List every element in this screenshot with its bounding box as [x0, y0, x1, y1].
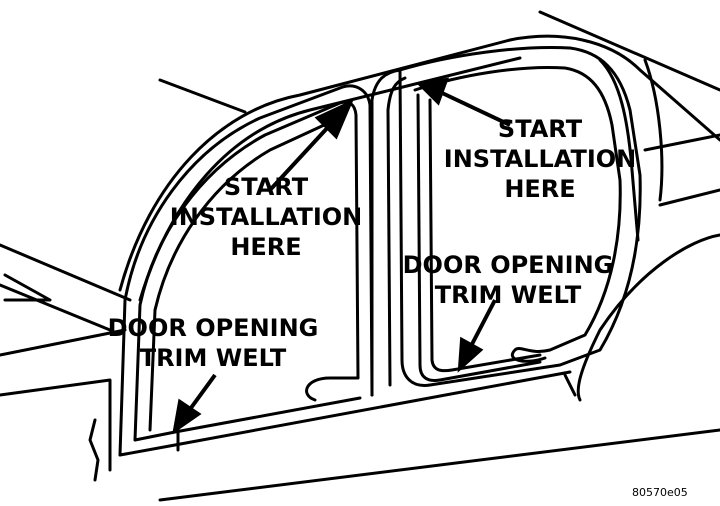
front-start-line1: START	[223, 173, 309, 201]
rear-door-opening-inner	[413, 66, 622, 363]
rear-quarter-upper	[643, 133, 720, 152]
b-pillar-left	[370, 68, 402, 397]
arrow-rear-welt	[468, 299, 497, 349]
front-door-opening-inner	[133, 100, 360, 442]
front-sill	[118, 370, 572, 457]
b-pillar-right	[386, 76, 407, 387]
arrowhead-front-start	[314, 98, 354, 140]
front-start-label: START INSTALLATION HERE	[168, 175, 364, 259]
arrowhead-rear-start	[415, 77, 450, 106]
front-welt-label: DOOR OPENING TRIM WELT	[100, 316, 326, 370]
rear-door-opening-outer	[398, 45, 642, 387]
rear-start-label: START INSTALLATION HERE	[440, 117, 640, 201]
front-welt-line2: TRIM WELT	[139, 344, 287, 372]
windshield-edge	[158, 78, 247, 114]
fender-line	[0, 378, 112, 472]
rear-door-opening-inner3	[428, 98, 542, 373]
front-welt-line1: DOOR OPENING	[107, 314, 319, 342]
hood-line-lower	[0, 283, 112, 332]
front-door-opening-outer	[118, 84, 374, 457]
rear-roof-pillar	[643, 58, 664, 202]
figure-id: 80570e05	[632, 486, 688, 499]
rear-wheel-arch	[576, 233, 720, 402]
front-start-line2: INSTALLATION	[169, 203, 363, 231]
front-body-line	[0, 328, 127, 357]
arrow-rear-start	[439, 90, 511, 127]
rear-quarter-top	[538, 10, 720, 92]
arrow-front-welt	[186, 373, 217, 414]
front-lower-edge	[88, 418, 100, 482]
rear-start-line3: HERE	[504, 175, 576, 203]
rear-welt-label: DOOR OPENING TRIM WELT	[398, 253, 618, 307]
rear-lower-line	[563, 373, 577, 397]
rear-welt-line2: TRIM WELT	[434, 281, 582, 309]
rear-door-opening-inner2	[416, 93, 542, 382]
mirror-shape	[3, 273, 52, 302]
rear-quarter-window-edge	[598, 58, 640, 242]
front-door-frame-inner2	[148, 118, 337, 432]
rear-start-line2: INSTALLATION	[443, 145, 637, 173]
rocker-panel	[158, 428, 720, 502]
rear-welt-line1: DOOR OPENING	[402, 251, 614, 279]
arrowhead-rear-welt	[457, 336, 484, 373]
roof-outer	[118, 34, 720, 292]
arrowhead-front-welt	[172, 398, 202, 435]
rear-body-line	[658, 188, 720, 207]
hood-line-upper	[0, 243, 132, 302]
arrow-front-start	[268, 123, 332, 192]
rear-start-line1: START	[497, 115, 583, 143]
front-start-line3: HERE	[230, 233, 302, 261]
